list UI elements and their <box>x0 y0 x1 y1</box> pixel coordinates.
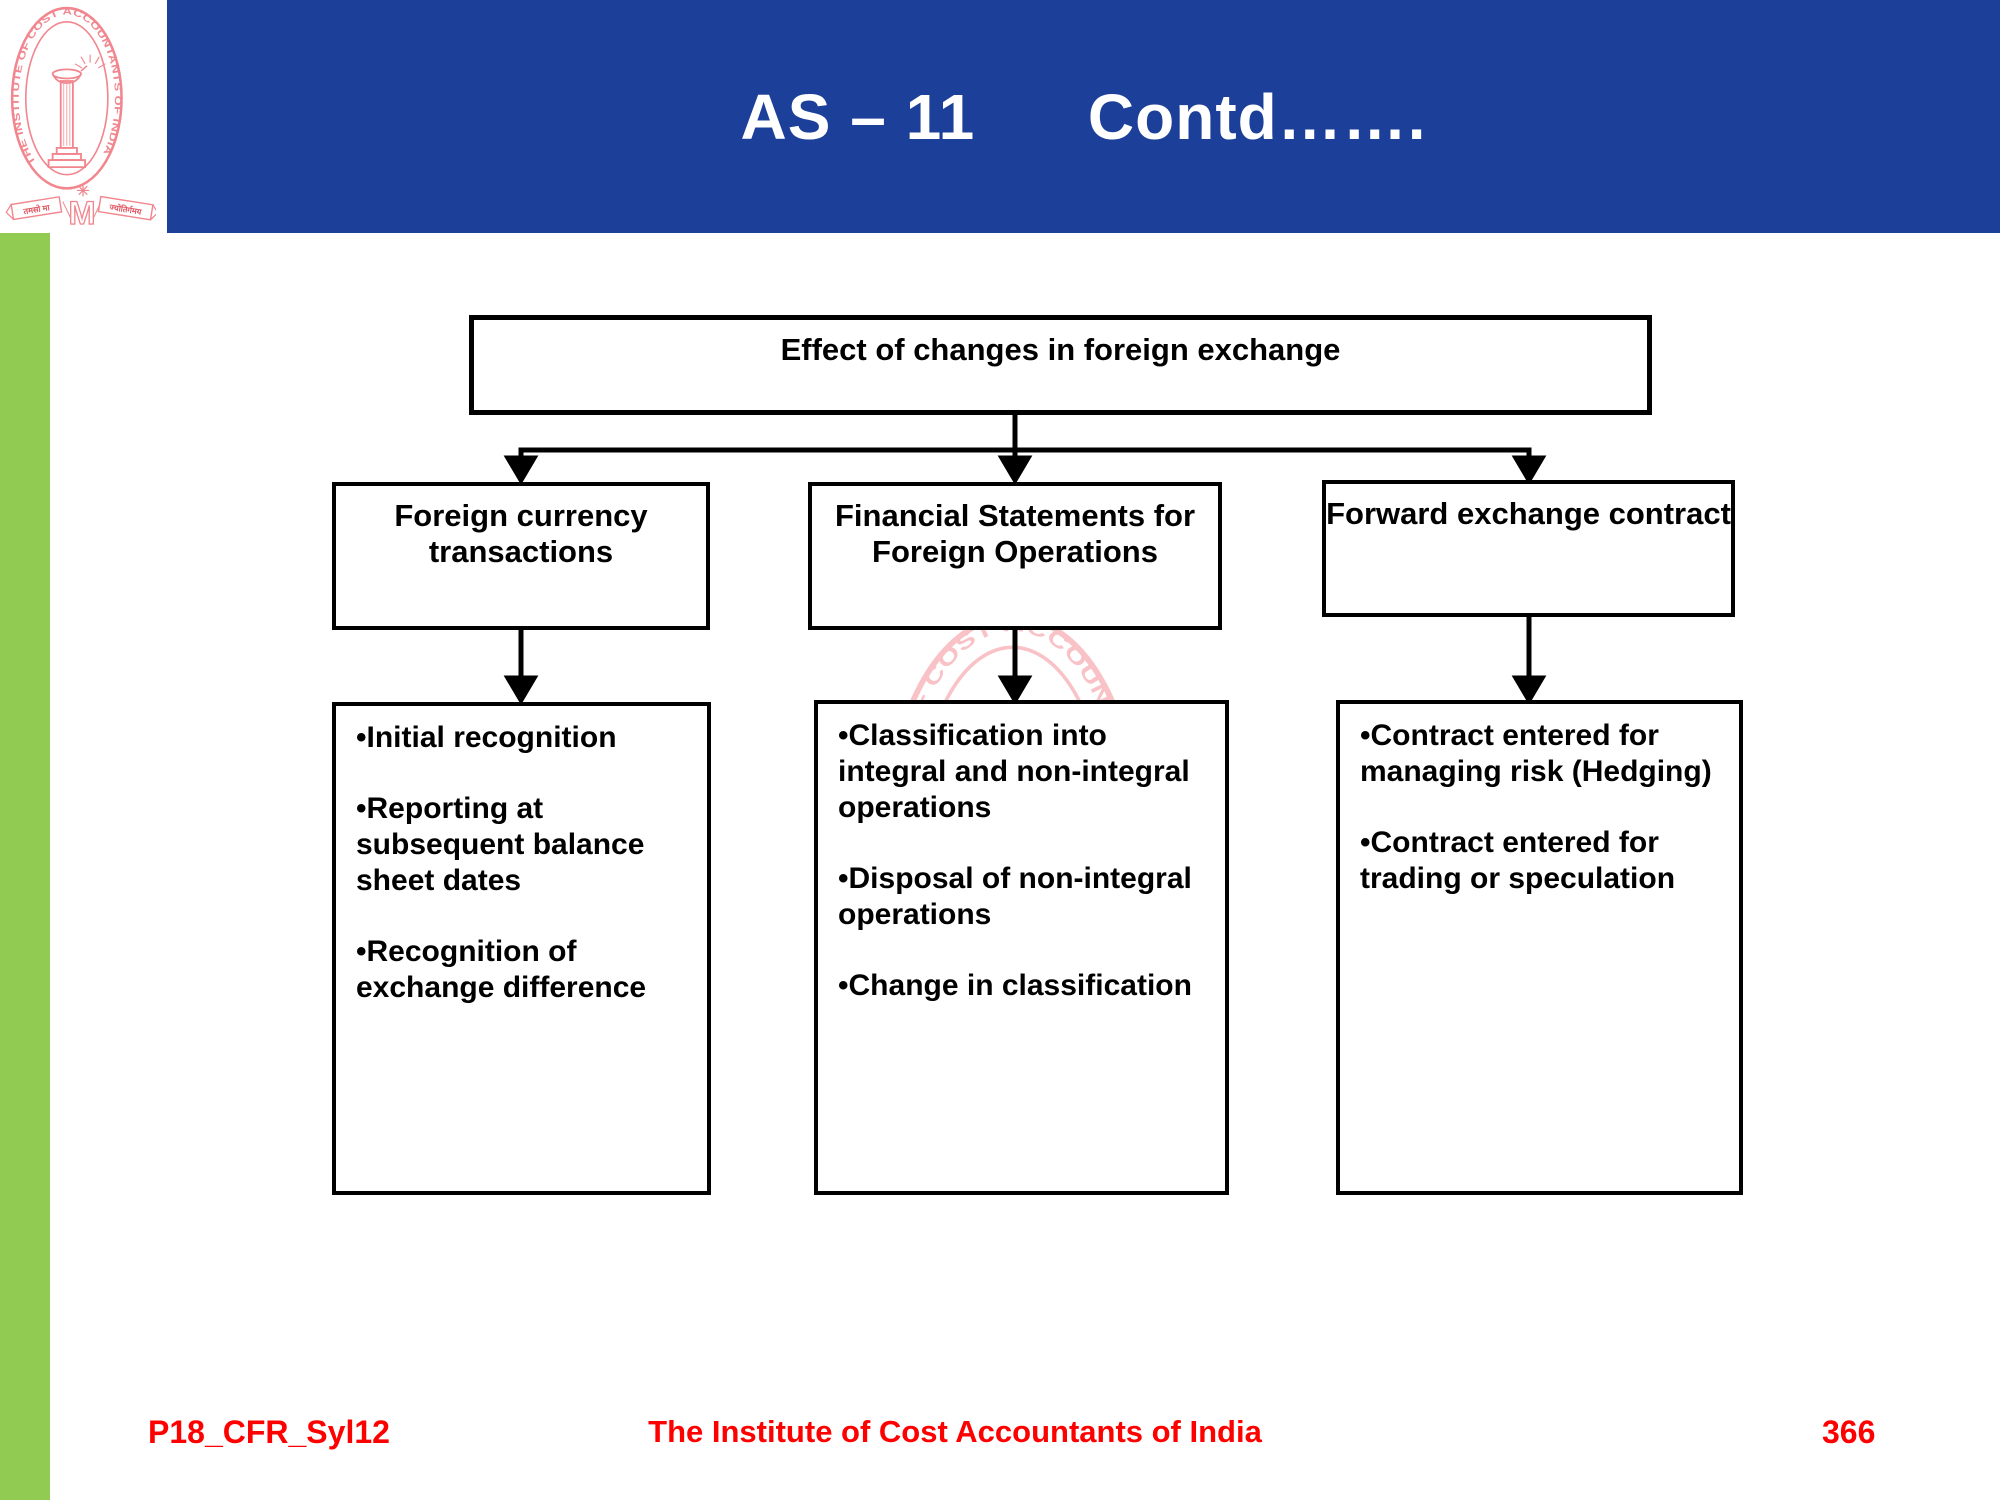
logo-monogram: M <box>69 195 96 231</box>
lamp-icon <box>47 54 106 169</box>
detail-box-forward-exchange-contract: Contract entered for managing risk (Hedg… <box>1336 700 1743 1195</box>
bullet-item: Contract entered for trading or speculat… <box>1360 825 1723 897</box>
motto-ribbon-left: तमसो मा <box>5 196 63 221</box>
bullet-item: Contract entered for managing risk (Hedg… <box>1360 718 1723 790</box>
arrowhead-detail-left <box>503 675 539 705</box>
green-sidebar <box>0 233 50 1500</box>
page-title: AS – 11 Contd……. <box>740 80 1427 153</box>
star-icon <box>76 184 90 197</box>
bullet-item: Classification into integral and non-int… <box>838 718 1209 826</box>
arrowhead-down-left <box>503 455 539 485</box>
detail-box-financial-statements: Classification into integral and non-int… <box>814 700 1229 1195</box>
bullet-item: Initial recognition <box>356 720 691 756</box>
branch-box-foreign-currency-transactions: Foreign currency transactions <box>332 482 710 630</box>
bullet-item: Change in classification <box>838 968 1209 1004</box>
footer-page-number: 366 <box>1822 1414 1876 1450</box>
flowchart-root-label: Effect of changes in foreign exchange <box>780 332 1341 367</box>
arrowhead-down-middle <box>997 455 1033 485</box>
branch-box-forward-exchange-contract: Forward exchange contract <box>1322 480 1735 617</box>
branch-box-financial-statements: Financial Statements for Foreign Operati… <box>808 482 1222 630</box>
motto-ribbon-right: ज्योतिर्गमय <box>97 195 156 221</box>
bullet-item: Reporting at subsequent balance sheet da… <box>356 791 691 899</box>
detail-box-foreign-currency-transactions: Initial recognition Reporting at subsequ… <box>332 702 711 1195</box>
branch-title: Financial Statements for Foreign Operati… <box>834 498 1196 569</box>
footer-institute-name: The Institute of Cost Accountants of Ind… <box>648 1414 1262 1449</box>
flowchart-root-box: Effect of changes in foreign exchange <box>469 315 1652 415</box>
arrowhead-detail-right <box>1511 675 1547 705</box>
arrowhead-down-right <box>1511 455 1547 485</box>
footer-course-code: P18_CFR_Syl12 <box>148 1414 390 1450</box>
arrowhead-detail-middle <box>997 675 1033 705</box>
bullet-item: Recognition of exchange difference <box>356 934 691 1006</box>
branch-title: Foreign currency transactions <box>394 498 648 569</box>
title-banner: AS – 11 Contd……. <box>167 0 2000 233</box>
institute-logo: THE INSTITUTE OF COST ACCOUNTANTS OF IND… <box>5 7 156 232</box>
svg-text:तमसो मा: तमसो मा <box>22 202 51 216</box>
bullet-item: Disposal of non-integral operations <box>838 861 1209 933</box>
branch-title: Forward exchange contract <box>1326 496 1731 531</box>
